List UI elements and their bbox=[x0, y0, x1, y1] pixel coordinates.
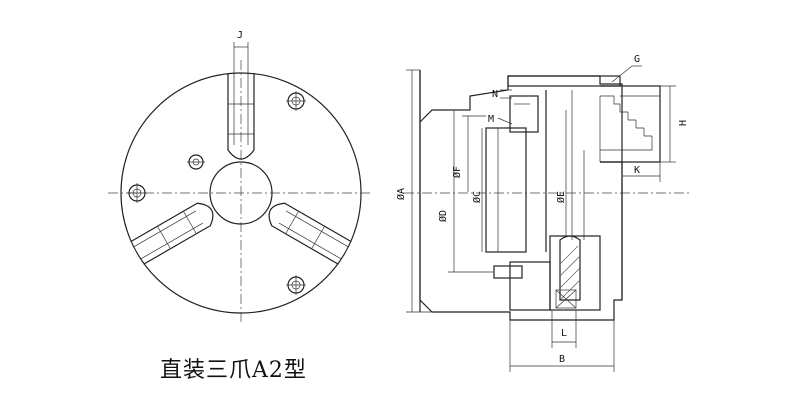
label-c: ØC bbox=[471, 191, 483, 203]
label-b: B bbox=[559, 354, 565, 365]
dim-b: B bbox=[509, 320, 615, 372]
label-k: K bbox=[634, 165, 640, 176]
dim-m: M bbox=[488, 114, 513, 125]
front-view: J bbox=[108, 30, 372, 322]
label-h: H bbox=[678, 120, 689, 126]
dim-a: ØA bbox=[395, 69, 432, 313]
center-bore bbox=[209, 161, 273, 225]
jaw-left bbox=[130, 202, 214, 265]
dim-j: J bbox=[233, 30, 249, 73]
key-screw bbox=[187, 154, 205, 170]
side-view: ØA ØD ØF ØC ØE N bbox=[395, 54, 690, 372]
label-f: ØF bbox=[451, 166, 463, 178]
label-m: M bbox=[488, 114, 494, 125]
dim-c: ØC bbox=[471, 128, 483, 252]
dim-l: L bbox=[551, 310, 577, 348]
dim-h: H bbox=[620, 85, 689, 163]
label-g: G bbox=[634, 54, 640, 65]
dim-g: G bbox=[611, 54, 642, 83]
dim-n: N bbox=[492, 89, 512, 100]
label-n: N bbox=[492, 89, 498, 100]
jaw-top bbox=[227, 73, 255, 160]
dim-d: ØD bbox=[437, 109, 494, 273]
bottom-jaw-section bbox=[493, 235, 601, 311]
dim-f: ØF bbox=[451, 115, 486, 192]
dim-k: K bbox=[621, 162, 661, 182]
drawing-caption: 直装三爪A2型 bbox=[160, 358, 307, 383]
bolt-bottom-right bbox=[286, 275, 306, 295]
bolt-left bbox=[127, 183, 147, 203]
jaw-right bbox=[268, 202, 352, 265]
bolt-top-right bbox=[286, 91, 306, 111]
side-body-outline bbox=[419, 70, 623, 321]
label-d: ØD bbox=[437, 210, 449, 222]
dim-e: ØE bbox=[555, 110, 567, 236]
label-l: L bbox=[561, 328, 567, 339]
label-e: ØE bbox=[555, 191, 567, 203]
label-a: ØA bbox=[395, 188, 407, 200]
top-jaw-side bbox=[507, 75, 661, 163]
label-j: J bbox=[237, 30, 243, 41]
